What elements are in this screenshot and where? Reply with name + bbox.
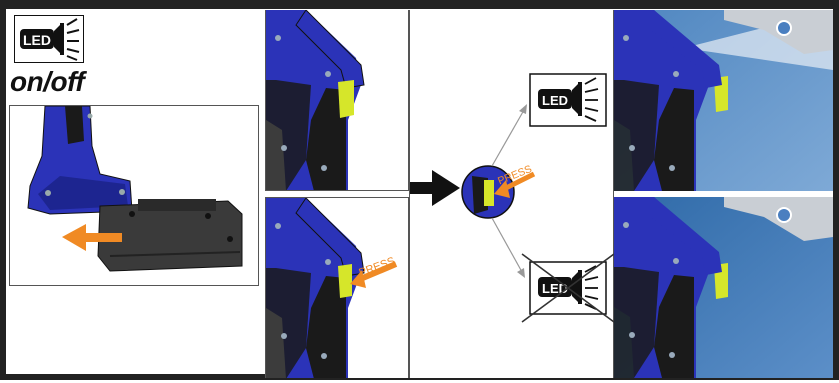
- light-off-panel: [614, 197, 833, 378]
- arrow-right-icon: [386, 170, 460, 206]
- battery-removal-panel: [9, 105, 259, 286]
- light-on-illustration: [614, 10, 833, 191]
- decision-illustration: PRESS LED LED: [386, 73, 615, 323]
- flashlight-icon: LED: [20, 18, 80, 61]
- led-on-badge: LED: [529, 73, 607, 127]
- outcome-on-label: LED: [542, 93, 568, 108]
- cross-out-icon: [521, 253, 615, 323]
- trigger-closeup-panel: [265, 10, 409, 191]
- trigger-closeup-illustration: [266, 10, 365, 190]
- battery-removal-illustration: [27, 106, 243, 272]
- led-off-badge: LED: [521, 253, 615, 323]
- led-label: LED: [23, 32, 51, 48]
- light-on-panel: [614, 10, 833, 191]
- press-label: PRESS: [357, 255, 396, 279]
- outcome-off-label: LED: [542, 281, 568, 296]
- led-on-badge-header: LED: [14, 15, 84, 63]
- mode-title: on/off: [10, 66, 85, 97]
- decision-panel: PRESS LED LED: [386, 10, 615, 378]
- slide-out-arrow-icon: [62, 224, 122, 251]
- press-arrow-icon: [494, 171, 536, 198]
- trigger-press-illustration: PRESS: [266, 198, 398, 378]
- press-arrow-icon: [350, 261, 398, 288]
- light-off-illustration: [614, 197, 833, 378]
- trigger-press-panel: PRESS: [265, 197, 409, 378]
